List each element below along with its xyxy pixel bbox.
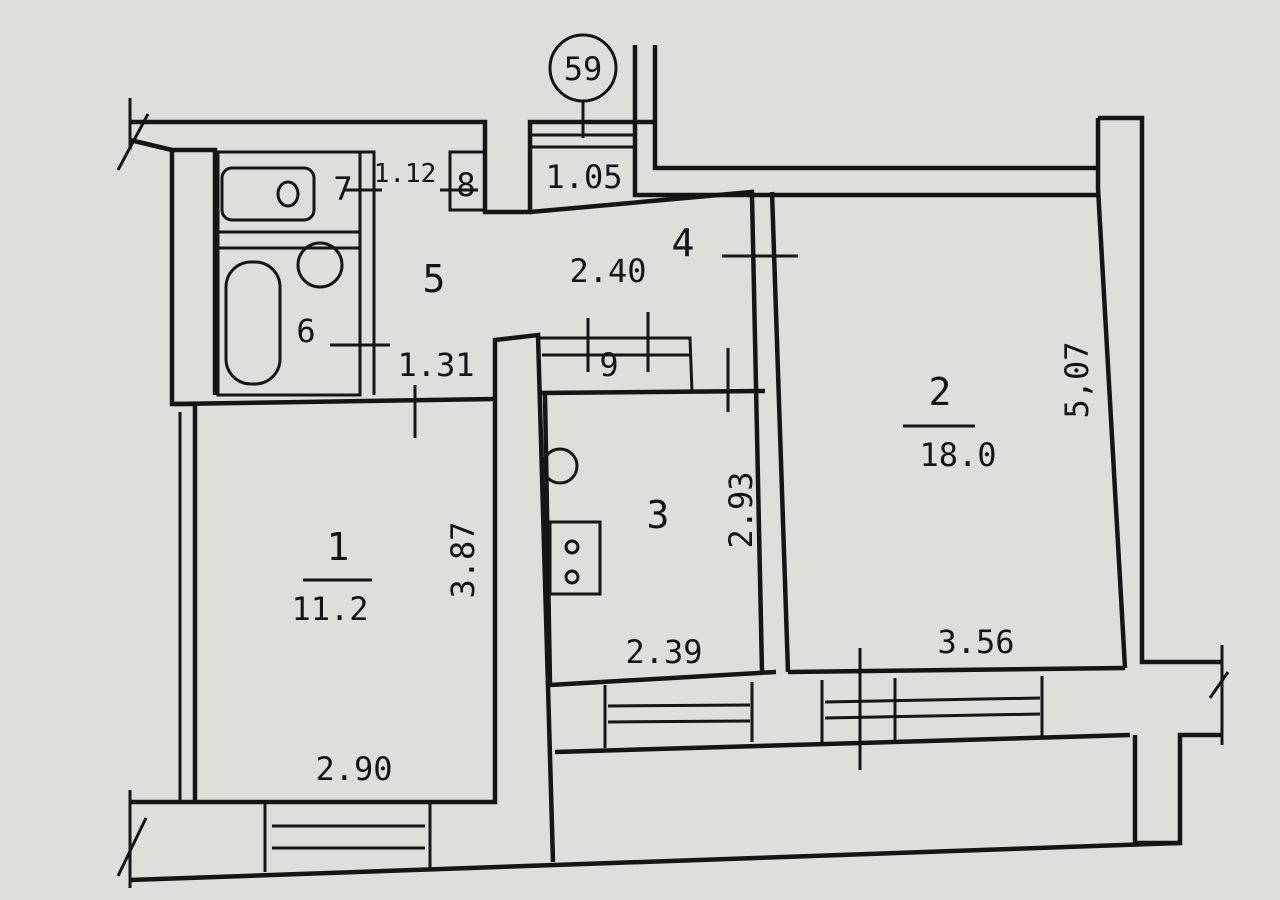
room-2-width: 3.56: [937, 623, 1014, 661]
bathtub-icon: [224, 260, 282, 386]
room-2-length: 5,07: [1058, 341, 1096, 418]
toilet-bowl-icon: [276, 180, 300, 208]
bath-width: 1.31: [397, 346, 474, 384]
burner-icon: [564, 539, 580, 555]
room-1-area: 11.2: [291, 590, 368, 628]
walls: [129, 45, 1222, 883]
room-9-number: 9: [599, 346, 618, 384]
burner-icon: [564, 569, 580, 585]
toilet-icon: [220, 166, 316, 222]
room-8-number: 8: [456, 166, 475, 204]
room-4-number: 4: [672, 221, 695, 265]
room-6-number: 6: [296, 312, 315, 350]
hall-width: 2.40: [569, 252, 646, 290]
room-1-number: 1: [327, 525, 350, 569]
building-number: 59: [564, 50, 603, 88]
room-7-number: 7: [333, 170, 352, 208]
stove-icon: [548, 520, 602, 596]
kitchen-sink-icon: [541, 447, 579, 485]
room-2-number: 2: [929, 370, 952, 414]
sink-icon: [296, 241, 344, 289]
closet-width: 1.05: [545, 158, 622, 196]
labels: 59 1 11.2 2 18.0 3 4 5 6 7 8 9 2.90 3.87…: [291, 50, 1096, 788]
room-1-length: 3.87: [444, 521, 482, 598]
toilet-width: 1.12: [374, 159, 437, 189]
dimension-ticks: [116, 98, 1230, 888]
room-1-width: 2.90: [315, 750, 392, 788]
room-3-number: 3: [647, 493, 670, 537]
room-3-length: 2.93: [722, 471, 760, 548]
room-5-number: 5: [423, 257, 446, 301]
room-3-width: 2.39: [625, 633, 702, 671]
room-2-area: 18.0: [919, 436, 996, 474]
